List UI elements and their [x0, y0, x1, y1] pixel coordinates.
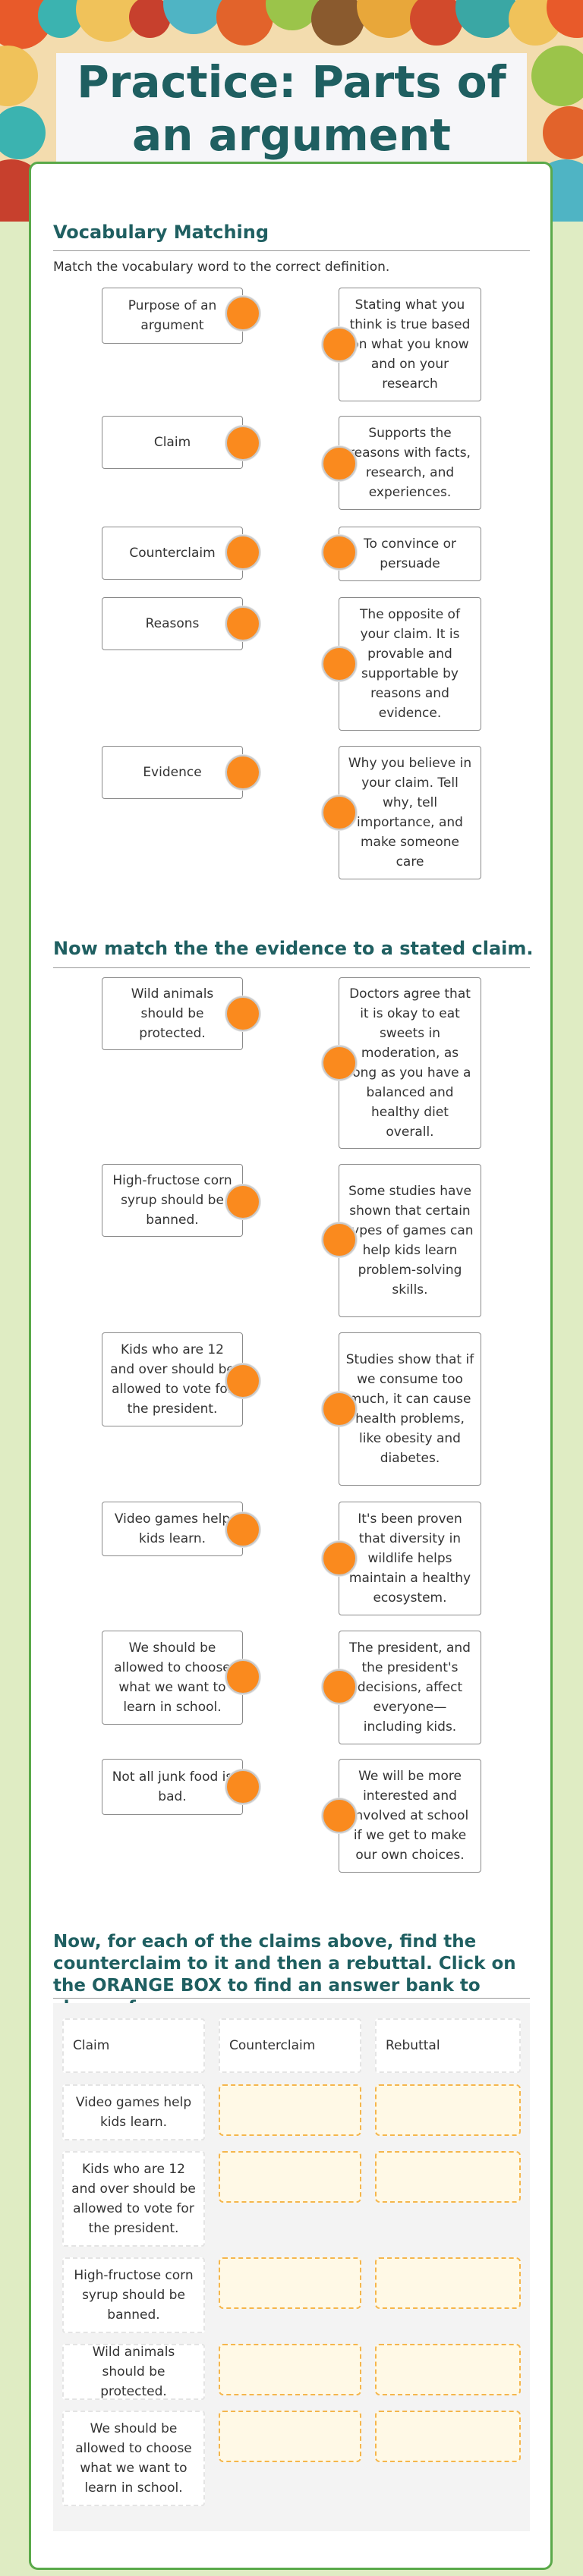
match-handle[interactable]: [322, 327, 357, 362]
match-handle[interactable]: [225, 1512, 260, 1547]
vocab-term[interactable]: Purpose of an argument: [102, 288, 243, 344]
match-handle[interactable]: [322, 795, 357, 830]
evidence-box[interactable]: Studies show that if we consume too much…: [339, 1332, 481, 1486]
claim-cell: High-fructose corn syrup should be banne…: [62, 2257, 205, 2333]
vocab-term[interactable]: Counterclaim: [102, 527, 243, 580]
divider: [53, 250, 530, 251]
match-handle[interactable]: [322, 1541, 357, 1576]
claim-cell: Video games help kids learn.: [62, 2084, 205, 2140]
counterclaim-drop-box[interactable]: [219, 2084, 361, 2136]
rebuttal-drop-box[interactable]: [375, 2411, 521, 2462]
vocab-term[interactable]: Reasons: [102, 597, 243, 650]
match-handle[interactable]: [322, 1669, 357, 1704]
claim-cell: We should be allowed to choose what we w…: [62, 2411, 205, 2506]
evidence-box[interactable]: Doctors agree that it is okay to eat swe…: [339, 977, 481, 1149]
evidence-box[interactable]: We will be more interested and involved …: [339, 1759, 481, 1873]
match-handle[interactable]: [225, 996, 260, 1031]
vocab-definition[interactable]: The opposite of your claim. It is provab…: [339, 597, 481, 731]
title-box: Practice: Parts of an argument: [56, 53, 527, 164]
counterclaim-heading: Now, for each of the claims above, find …: [53, 1932, 516, 2018]
column-header: Rebuttal: [375, 2018, 521, 2073]
match-handle[interactable]: [225, 1363, 260, 1398]
claim-box[interactable]: We should be allowed to choose what we w…: [102, 1631, 243, 1725]
rebuttal-drop-box[interactable]: [375, 2151, 521, 2203]
counterclaim-table: Claim Counterclaim Rebuttal Video games …: [53, 2003, 530, 2531]
claim-cell: Wild animals should be protected.: [62, 2344, 205, 2400]
column-header: Counterclaim: [219, 2018, 361, 2073]
match-handle[interactable]: [225, 1769, 260, 1804]
claim-box[interactable]: High-fructose corn syrup should be banne…: [102, 1164, 243, 1237]
rebuttal-drop-box[interactable]: [375, 2257, 521, 2309]
evidence-heading: Now match the the evidence to a stated c…: [53, 938, 534, 959]
vocab-term[interactable]: Evidence: [102, 746, 243, 799]
evidence-box[interactable]: The president, and the president's decis…: [339, 1631, 481, 1744]
vocab-instructions: Match the vocabulary word to the correct…: [53, 259, 390, 275]
vocab-definition[interactable]: To convince or persuade: [339, 527, 481, 581]
counterclaim-drop-box[interactable]: [219, 2411, 361, 2462]
match-handle[interactable]: [225, 426, 260, 461]
vocab-definition[interactable]: Why you believe in your claim. Tell why,…: [339, 746, 481, 879]
rebuttal-drop-box[interactable]: [375, 2084, 521, 2136]
claim-box[interactable]: Kids who are 12 and over should be allow…: [102, 1332, 243, 1426]
counterclaim-drop-box[interactable]: [219, 2344, 361, 2395]
match-handle[interactable]: [225, 1659, 260, 1694]
claim-box[interactable]: Video games help kids learn.: [102, 1502, 243, 1556]
match-handle[interactable]: [225, 296, 260, 331]
column-header: Claim: [62, 2018, 205, 2073]
evidence-box[interactable]: Some studies have shown that certain typ…: [339, 1164, 481, 1317]
match-handle[interactable]: [225, 535, 260, 570]
vocab-heading: Vocabulary Matching: [53, 222, 269, 243]
match-handle[interactable]: [225, 606, 260, 641]
claim-box[interactable]: Wild animals should be protected.: [102, 977, 243, 1050]
counterclaim-drop-box[interactable]: [219, 2151, 361, 2203]
match-handle[interactable]: [322, 1392, 357, 1426]
match-handle[interactable]: [225, 1184, 260, 1219]
match-handle[interactable]: [322, 535, 357, 570]
vocab-definition[interactable]: Supports the reasons with facts, researc…: [339, 416, 481, 510]
match-handle[interactable]: [322, 1046, 357, 1080]
claim-cell: Kids who are 12 and over should be allow…: [62, 2151, 205, 2247]
divider: [53, 967, 530, 968]
counterclaim-drop-box[interactable]: [219, 2257, 361, 2309]
vocab-definition[interactable]: Stating what you think is true based on …: [339, 288, 481, 401]
claim-box[interactable]: Not all junk food is bad.: [102, 1759, 243, 1815]
evidence-box[interactable]: It's been proven that diversity in wildl…: [339, 1502, 481, 1615]
vocab-term[interactable]: Claim: [102, 416, 243, 469]
match-handle[interactable]: [225, 755, 260, 790]
match-handle[interactable]: [322, 1222, 357, 1257]
rebuttal-drop-box[interactable]: [375, 2344, 521, 2395]
match-handle[interactable]: [322, 446, 357, 481]
page-title: Practice: Parts of an argument: [77, 56, 506, 161]
divider: [53, 1998, 530, 1999]
match-handle[interactable]: [322, 1798, 357, 1833]
match-handle[interactable]: [322, 646, 357, 681]
